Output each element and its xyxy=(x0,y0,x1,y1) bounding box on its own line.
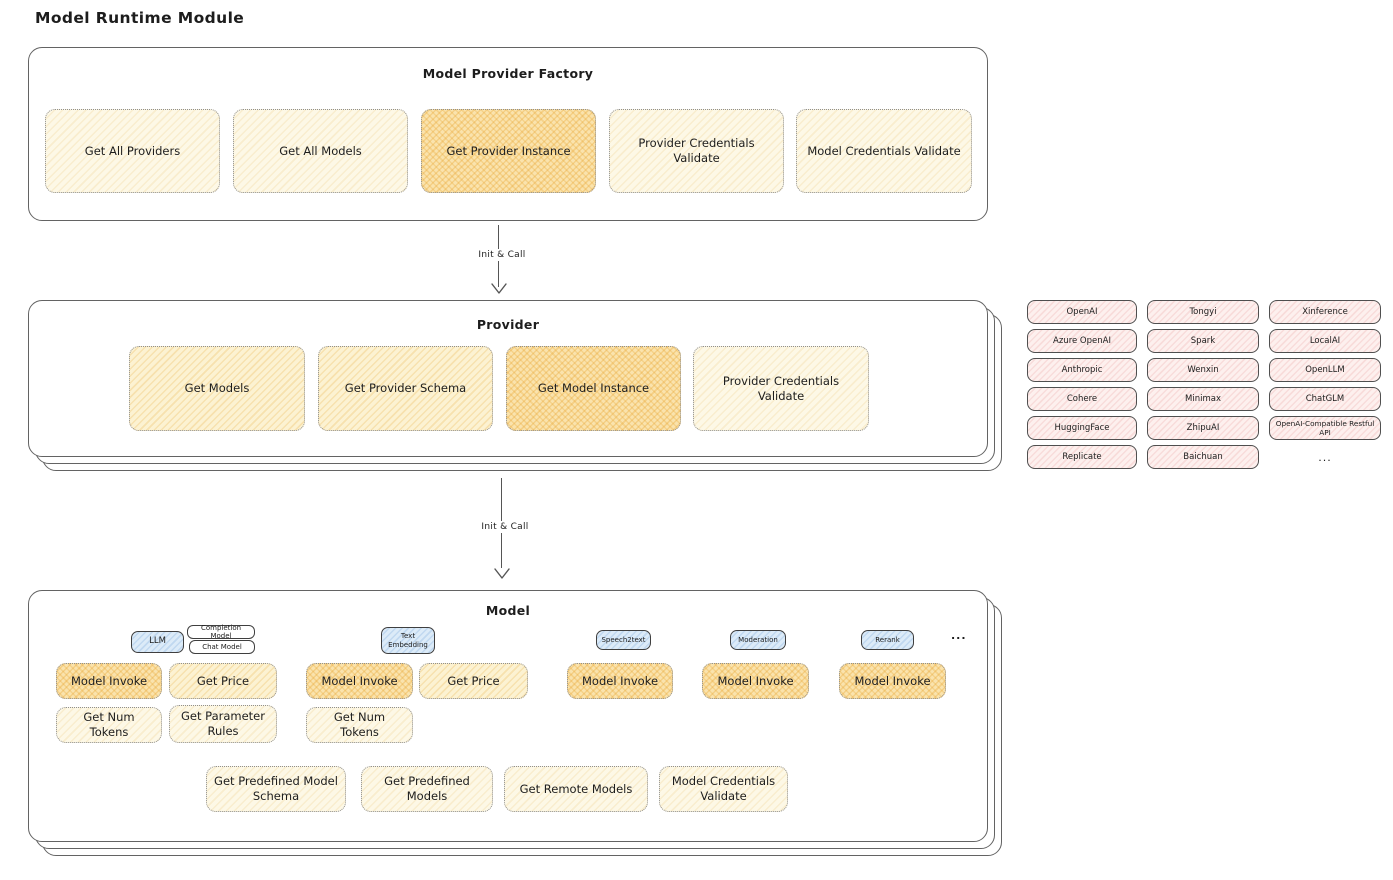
node-model-credentials-validate: Model Credentials Validate xyxy=(796,109,972,193)
model-title: Model xyxy=(485,603,531,618)
provider-chip: Cohere xyxy=(1027,387,1137,411)
node-get-provider-instance: Get Provider Instance xyxy=(421,109,596,193)
node-rerank-model-invoke: Model Invoke xyxy=(839,663,946,699)
node-llm-get-num-tokens: Get Num Tokens xyxy=(56,707,162,743)
provider-chip: ChatGLM xyxy=(1269,387,1381,411)
provider-container: Provider Get Models Get Provider Schema … xyxy=(28,300,988,457)
node-get-models: Get Models xyxy=(129,346,305,431)
node-llm-model-invoke: Model Invoke xyxy=(56,663,162,699)
factory-title: Model Provider Factory xyxy=(422,66,594,81)
node-get-remote-models: Get Remote Models xyxy=(504,766,648,812)
arrowhead-down-icon xyxy=(491,283,507,294)
provider-chip: Azure OpenAI xyxy=(1027,329,1137,353)
provider-chip: Xinference xyxy=(1269,300,1381,324)
factory-container: Model Provider Factory Get All Providers… xyxy=(28,47,988,221)
provider-chip: OpenAI-Compatible Restful API xyxy=(1269,416,1381,440)
node-provider-credentials-validate-2: Provider Credentials Validate xyxy=(693,346,869,431)
tag-llm: LLM xyxy=(131,631,184,653)
tag-chat-model: Chat Model xyxy=(189,640,255,654)
provider-chip: Spark xyxy=(1147,329,1259,353)
node-te-model-invoke: Model Invoke xyxy=(306,663,413,699)
provider-chip: Anthropic xyxy=(1027,358,1137,382)
provider-chip: ZhipuAI xyxy=(1147,416,1259,440)
provider-chip: OpenLLM xyxy=(1269,358,1381,382)
node-te-get-price: Get Price xyxy=(419,663,528,699)
arrowhead-down-icon xyxy=(494,568,510,579)
node-get-all-models: Get All Models xyxy=(233,109,408,193)
model-container: Model LLM Completion Model Chat Model Te… xyxy=(28,590,988,842)
node-get-predefined-models: Get Predefined Models xyxy=(361,766,493,812)
model-tags-ellipsis: ... xyxy=(951,629,967,642)
node-get-predefined-model-schema: Get Predefined Model Schema xyxy=(206,766,346,812)
tag-completion-model: Completion Model xyxy=(187,624,255,640)
arrow-label-init-call-2: Init & Call xyxy=(465,521,545,533)
provider-chip: HuggingFace xyxy=(1027,416,1137,440)
provider-name-grid: OpenAI Tongyi Xinference Azure OpenAI Sp… xyxy=(1027,300,1381,469)
provider-chip: LocalAI xyxy=(1269,329,1381,353)
node-llm-get-parameter-rules: Get Parameter Rules xyxy=(169,705,277,743)
page-title: Model Runtime Module xyxy=(35,9,245,27)
provider-list-ellipsis: ... xyxy=(1318,450,1332,464)
provider-chip: Replicate xyxy=(1027,445,1137,469)
provider-chip: Tongyi xyxy=(1147,300,1259,324)
provider-chip: Minimax xyxy=(1147,387,1259,411)
arrow-label-init-call-1: Init & Call xyxy=(462,249,542,261)
node-s2t-model-invoke: Model Invoke xyxy=(567,663,673,699)
node-model-credentials-validate-2: Model Credentials Validate xyxy=(659,766,788,812)
provider-chip: Baichuan xyxy=(1147,445,1259,469)
provider-chip: OpenAI xyxy=(1027,300,1137,324)
node-te-get-num-tokens: Get Num Tokens xyxy=(306,707,413,743)
node-get-model-instance: Get Model Instance xyxy=(506,346,681,431)
node-get-provider-schema: Get Provider Schema xyxy=(318,346,493,431)
node-get-all-providers: Get All Providers xyxy=(45,109,220,193)
tag-speech2text: Speech2text xyxy=(596,630,651,650)
node-moderation-model-invoke: Model Invoke xyxy=(702,663,809,699)
node-llm-get-price: Get Price xyxy=(169,663,277,699)
provider-chip: Wenxin xyxy=(1147,358,1259,382)
tag-rerank: Rerank xyxy=(861,630,914,650)
node-provider-credentials-validate: Provider Credentials Validate xyxy=(609,109,784,193)
tag-moderation: Moderation xyxy=(730,630,786,650)
tag-text-embedding: Text Embedding xyxy=(381,627,435,654)
provider-title: Provider xyxy=(476,317,540,332)
